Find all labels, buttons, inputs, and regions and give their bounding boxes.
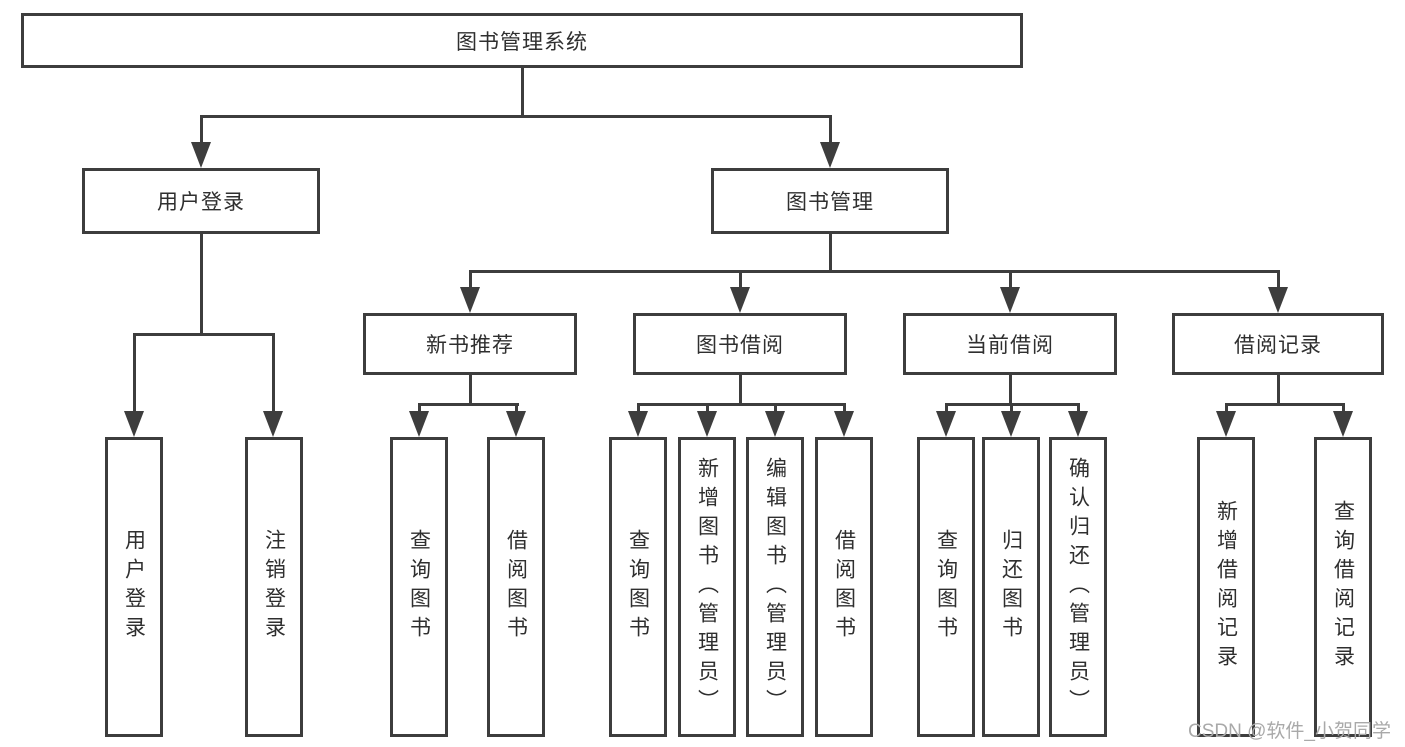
node-new-book-recommend: 新书推荐 [363,313,577,375]
arrowhead-leaf-logout [263,411,283,437]
arrowhead-borrow-records [1268,287,1288,313]
edge-root-branch [200,115,832,118]
arrowhead-book-borrow [730,287,750,313]
edge-leaf-logout-shaft [272,333,275,413]
leaf-bb-borrow-books: 借阅图书 [815,437,873,737]
edge-leaf-login-shaft [133,333,136,413]
arrowhead-br-query [1333,411,1353,437]
edge-book-borrow-shaft [739,270,742,291]
node-current-borrowing: 当前借阅 [903,313,1117,375]
node-root-library-system: 图书管理系统 [21,13,1023,68]
edge-cb-confirm-shaft [1077,403,1080,413]
leaf-bb-edit-books-admin: 编辑图书（管理员） [746,437,804,737]
arrowhead-book-mgmt [820,142,840,168]
edge-borrow-records-stem [1277,373,1280,405]
edge-user-login-branch [133,333,275,336]
arrowhead-user-login [191,142,211,168]
arrowhead-current-borrow [1000,287,1020,313]
leaf-bb-query-books: 查询图书 [609,437,667,737]
edge-new-books-branch [418,403,519,406]
edge-book-borrow-stem [739,373,742,405]
arrowhead-cb-query [936,411,956,437]
arrowhead-bb-add [697,411,717,437]
edge-root-stem [521,66,524,117]
arrowhead-br-add [1216,411,1236,437]
leaf-nb-borrow-books: 借阅图书 [487,437,545,737]
arrowhead-cb-return [1001,411,1021,437]
node-book-management: 图书管理 [711,168,949,234]
leaf-cb-return-books: 归还图书 [982,437,1040,737]
arrowhead-bb-borrow [834,411,854,437]
leaf-user-login: 用户登录 [105,437,163,737]
arrowhead-bb-edit [765,411,785,437]
arrowhead-leaf-login [124,411,144,437]
arrowhead-nb-query [409,411,429,437]
edge-book-mgmt-branch [469,270,1279,273]
edge-bb-query-shaft [637,403,640,413]
edge-current-borrow-shaft [1009,270,1012,291]
leaf-nb-query-books: 查询图书 [390,437,448,737]
leaf-logout: 注销登录 [245,437,303,737]
leaf-cb-query-books: 查询图书 [917,437,975,737]
edge-nb-borrow-shaft [515,403,518,413]
edge-new-books-shaft [469,270,472,291]
edge-new-books-stem [469,373,472,405]
node-book-borrowing: 图书借阅 [633,313,847,375]
edge-book-mgmt-stem [829,232,832,272]
leaf-cb-confirm-return-admin: 确认归还（管理员） [1049,437,1107,737]
arrowhead-cb-confirm [1068,411,1088,437]
edge-bb-add-shaft [706,403,709,413]
arrowhead-new-books [460,287,480,313]
edge-bb-edit-shaft [774,403,777,413]
csdn-watermark: CSDN @软件_小贺同学 [1188,721,1391,742]
edge-br-add-shaft [1225,403,1228,413]
leaf-bb-add-books-admin: 新增图书（管理员） [678,437,736,737]
edge-book-mgmt-shaft [829,115,832,145]
leaf-br-add-record: 新增借阅记录 [1197,437,1255,737]
edge-user-login-shaft [200,115,203,145]
edge-nb-query-shaft [418,403,421,413]
edge-borrow-records-shaft [1277,270,1280,291]
edge-br-query-shaft [1342,403,1345,413]
edge-current-borrow-stem [1009,373,1012,405]
node-user-login: 用户登录 [82,168,320,234]
edge-cb-return-shaft [1010,403,1013,413]
edge-user-login-stem [200,232,203,335]
edge-borrow-records-branch [1225,403,1344,406]
leaf-br-query-record: 查询借阅记录 [1314,437,1372,737]
arrowhead-nb-borrow [506,411,526,437]
edge-cb-query-shaft [945,403,948,413]
arrowhead-bb-query [628,411,648,437]
edge-book-borrow-branch [637,403,845,406]
node-borrowing-records: 借阅记录 [1172,313,1384,375]
edge-bb-borrow-shaft [843,403,846,413]
